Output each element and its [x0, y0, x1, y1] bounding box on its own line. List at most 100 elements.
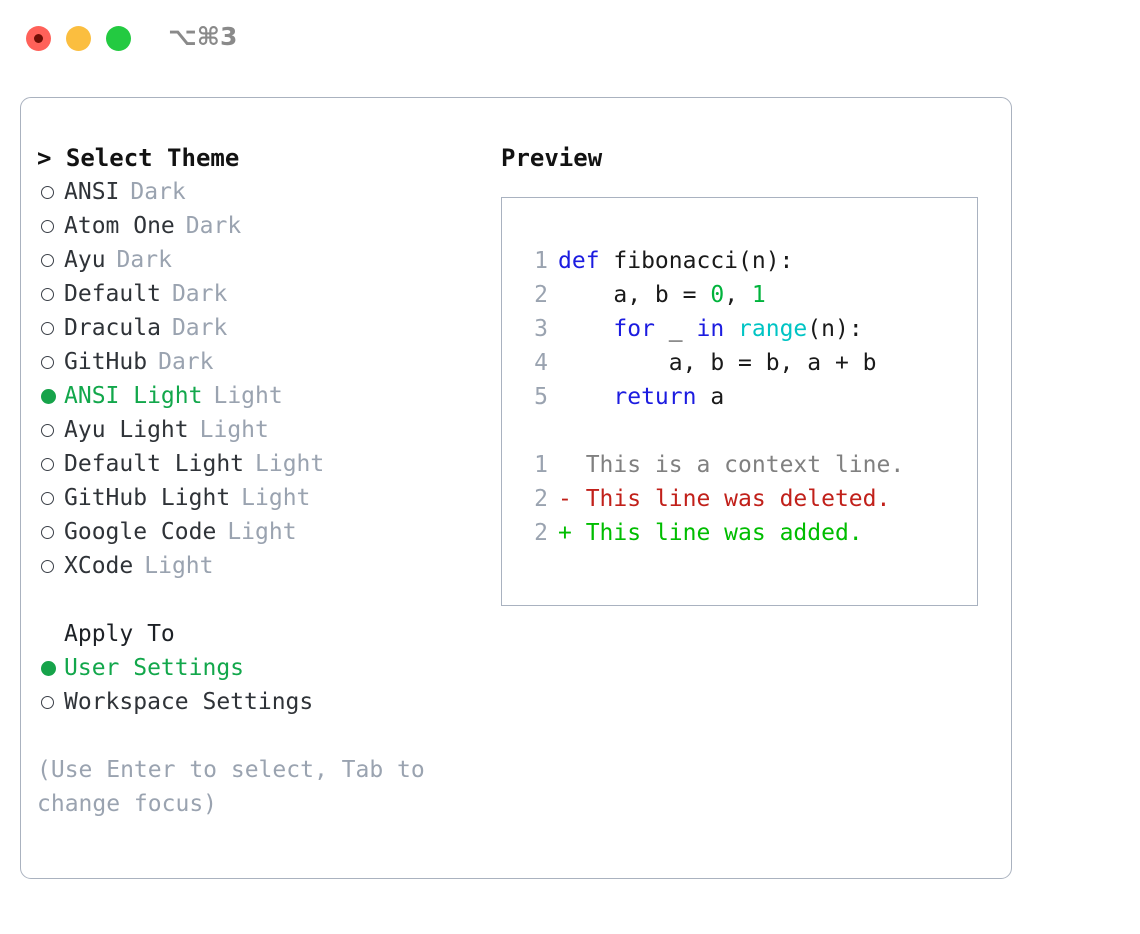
code-token-txt [558, 384, 613, 410]
title-bar: ⌥⌘3 [0, 0, 1140, 78]
theme-option-ayu-light[interactable]: Ayu Light Light [37, 413, 487, 447]
preview-title: Preview [501, 144, 603, 172]
hollow-circle-icon [41, 185, 54, 199]
hollow-circle-icon [41, 491, 54, 505]
code-token-txt [724, 316, 738, 342]
code-line: 2 a, b = 0, 1 [522, 278, 977, 312]
apply-to-option-label: Workspace Settings [64, 689, 314, 715]
code-token-txt: a, b = [558, 282, 711, 308]
code-token-txt: _ [654, 316, 697, 342]
theme-option-variant: Dark [185, 213, 242, 239]
filled-circle-icon [41, 660, 56, 676]
theme-option-ansi-light[interactable]: ANSI Light Light [37, 379, 487, 413]
diff-line-number: 2 [534, 520, 548, 546]
theme-option-label: ANSI [64, 179, 120, 205]
theme-option-label: Default [64, 281, 161, 307]
radio-unselected-icon [37, 559, 64, 573]
theme-option-dracula[interactable]: Dracula Dark [37, 311, 487, 345]
minimize-window-button[interactable] [66, 26, 91, 51]
code-line: 3 for _ in range(n): [522, 312, 977, 346]
keyboard-hint-text: (Use Enter to select, Tab to change focu… [37, 757, 439, 817]
diff-text: This is a context line. [571, 452, 905, 478]
code-line-number: 4 [534, 350, 548, 376]
theme-option-variant: Light [144, 553, 214, 579]
diff-sign: + [558, 520, 572, 546]
diff-line-del: 2- This line was deleted. [522, 482, 977, 516]
hollow-circle-icon [41, 321, 54, 335]
diff-text: This line was deleted. [571, 486, 891, 512]
diff-line-content: - This line was deleted. [548, 486, 890, 512]
radio-unselected-icon [37, 695, 64, 709]
theme-option-label: Dracula [64, 315, 161, 341]
apply-to-option-workspace-settings[interactable]: Workspace Settings [37, 685, 487, 719]
apply-to-option-label: User Settings [64, 655, 245, 681]
radio-selected-icon [37, 388, 64, 404]
theme-option-ansi[interactable]: ANSI Dark [37, 175, 487, 209]
code-token-kw: return [613, 384, 697, 410]
theme-option-xcode[interactable]: XCode Light [37, 549, 487, 583]
radio-unselected-icon [37, 491, 64, 505]
theme-option-label: Ayu Light [64, 417, 189, 443]
theme-option-label: ANSI Light [64, 383, 203, 409]
close-window-button[interactable] [26, 26, 51, 51]
hollow-circle-icon [41, 525, 54, 539]
code-line-content: for _ in range(n): [548, 316, 862, 342]
theme-option-label: GitHub [64, 349, 148, 375]
diff-line-ctx: 1 This is a context line. [522, 448, 977, 482]
diff-sample: 1 This is a context line.2- This line wa… [522, 448, 977, 550]
code-line-number: 2 [534, 282, 548, 308]
code-token-txt [558, 316, 613, 342]
theme-option-variant: Dark [171, 281, 228, 307]
theme-option-label: Google Code [64, 519, 217, 545]
hollow-circle-icon [41, 253, 54, 267]
theme-option-label: Ayu [64, 247, 106, 273]
theme-option-variant: Light [199, 417, 269, 443]
code-blank-line [522, 414, 977, 448]
radio-unselected-icon [37, 287, 64, 301]
code-token-num: 0 [710, 282, 725, 308]
diff-sign [558, 452, 572, 478]
code-token-txt: fibonacci(n): [613, 248, 794, 274]
list-spacer [37, 583, 487, 617]
code-line-content: a, b = 0, 1 [548, 282, 765, 308]
keyboard-shortcut-label: ⌥⌘3 [168, 22, 238, 51]
theme-option-label: XCode [64, 553, 134, 579]
diff-line-content: This is a context line. [548, 452, 905, 478]
code-token-txt: , [724, 282, 752, 308]
theme-option-label: Default Light [64, 451, 245, 477]
maximize-window-button[interactable] [106, 26, 131, 51]
code-line-number: 1 [534, 248, 548, 274]
theme-option-variant: Light [227, 519, 297, 545]
apply-to-option-user-settings[interactable]: User Settings [37, 651, 487, 685]
code-line-content: def fibonacci(n): [548, 248, 793, 274]
theme-picker-title: > Select Theme [37, 144, 240, 172]
diff-sign: - [558, 486, 572, 512]
theme-option-variant: Dark [130, 179, 186, 205]
theme-option-default[interactable]: Default Dark [37, 277, 487, 311]
theme-option-google-code[interactable]: Google Code Light [37, 515, 487, 549]
code-token-kw: for [613, 316, 655, 342]
code-token-kw: in [696, 316, 725, 342]
theme-option-ayu[interactable]: Ayu Dark [37, 243, 487, 277]
hollow-circle-icon [41, 457, 54, 471]
diff-line-number: 2 [534, 486, 548, 512]
theme-option-variant: Light [213, 383, 283, 409]
radio-unselected-icon [37, 355, 64, 369]
radio-unselected-icon [37, 253, 64, 267]
theme-option-variant: Dark [116, 247, 172, 273]
code-line: 4 a, b = b, a + b [522, 346, 977, 380]
radio-unselected-icon [37, 185, 64, 199]
hollow-circle-icon [41, 219, 54, 233]
hollow-circle-icon [41, 355, 54, 369]
theme-option-variant: Dark [171, 315, 228, 341]
